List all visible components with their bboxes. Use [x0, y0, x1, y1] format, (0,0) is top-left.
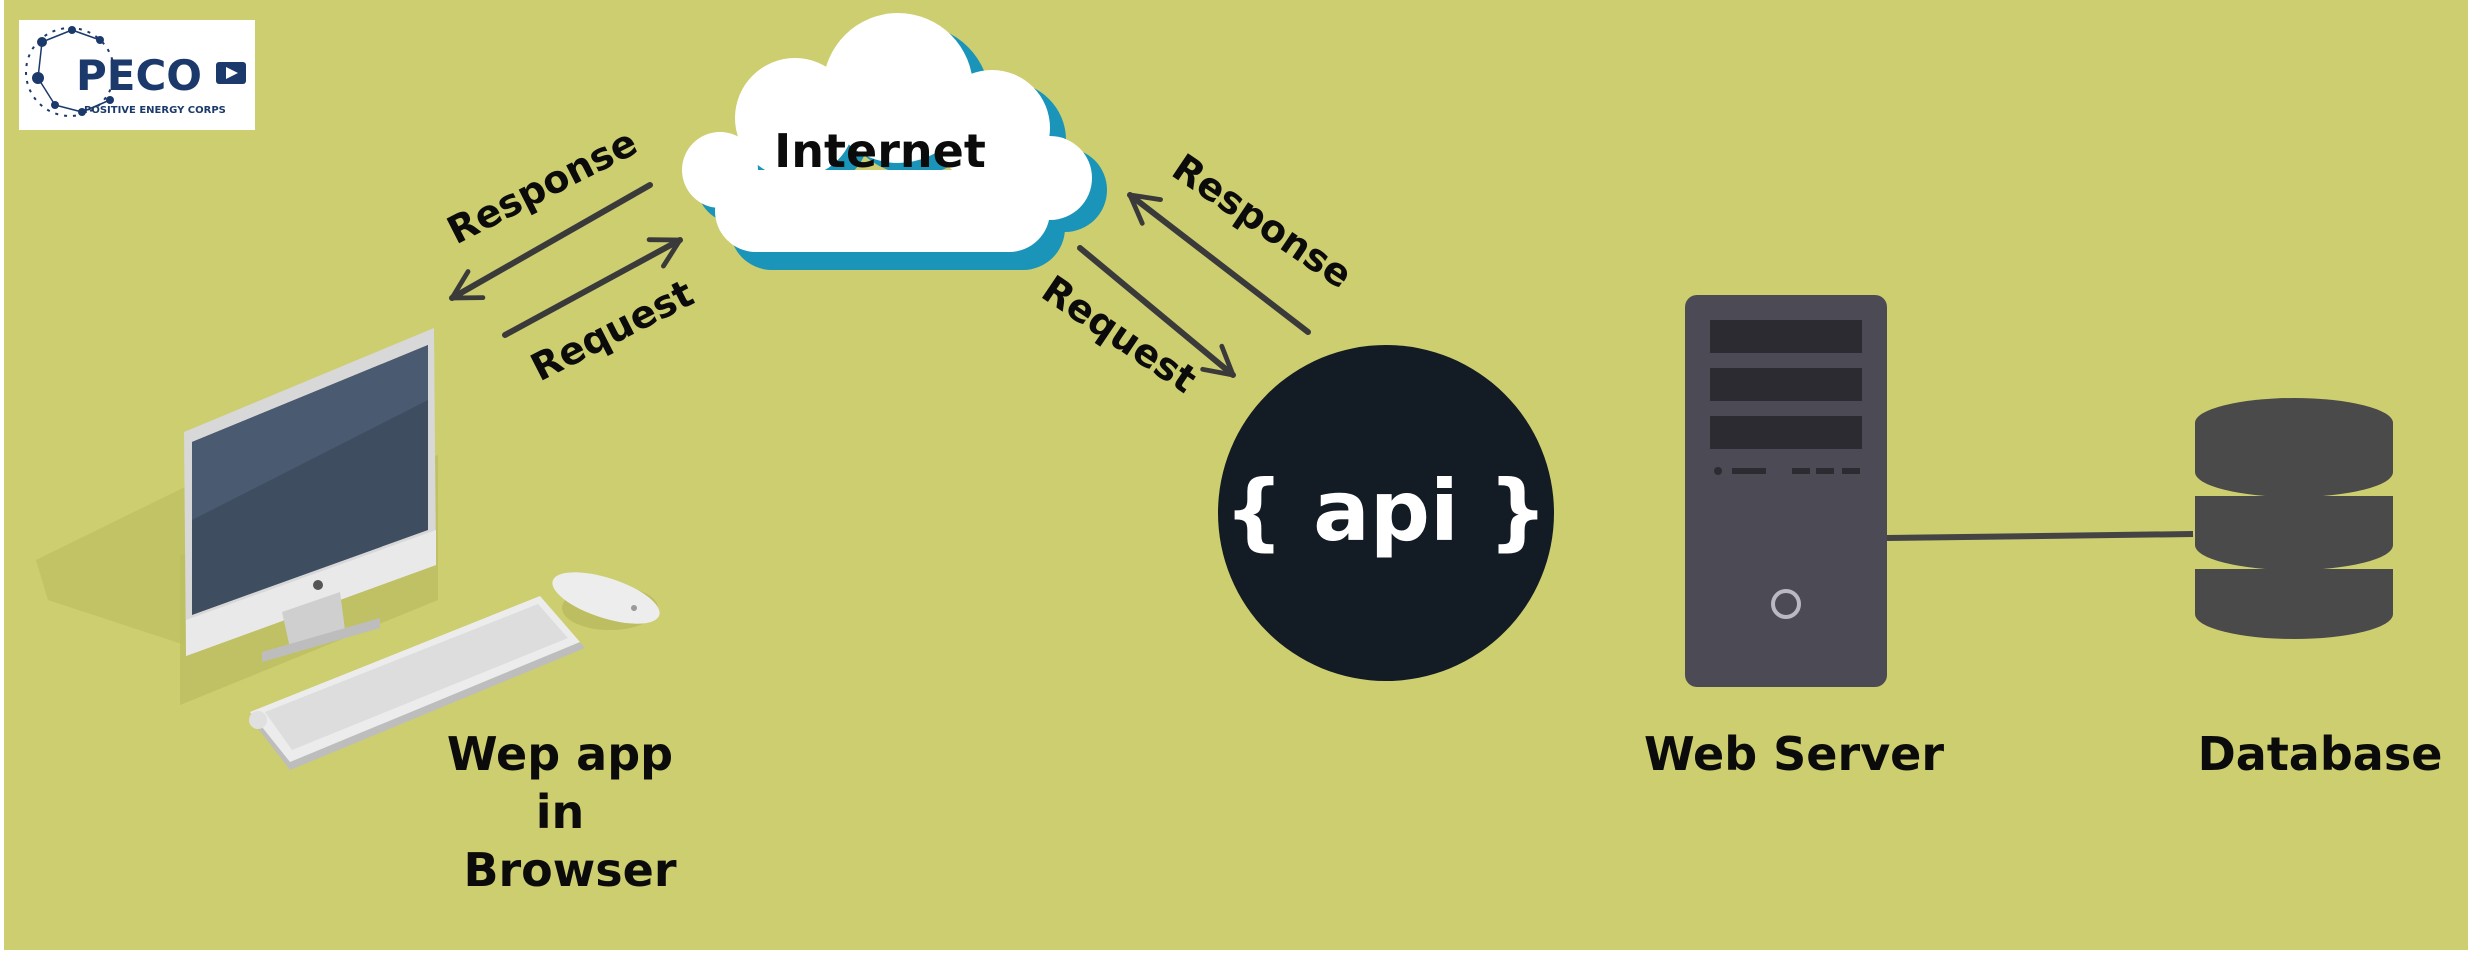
request-arrow-left — [502, 237, 683, 338]
logo-brand: PECO — [76, 51, 202, 100]
database-label: Database — [2198, 727, 2443, 781]
web-server-icon — [1685, 295, 1887, 687]
mouse-icon — [552, 572, 660, 630]
api-circle — [1218, 345, 1554, 681]
keyboard-icon — [249, 596, 585, 770]
power-button-icon — [1771, 589, 1801, 619]
webapp-label: Wep app in Browser — [447, 727, 677, 897]
request-arrow-right — [1077, 245, 1236, 378]
database-icon — [2195, 398, 2393, 639]
webapp-label-line: Browser — [463, 843, 676, 897]
cloud-icon — [682, 13, 1107, 270]
api-label: { api } — [1224, 462, 1548, 560]
response-arrow-right — [1127, 192, 1311, 335]
peco-logo: PECO POSITIVE ENERGY CORPS — [19, 20, 255, 130]
webapp-label-line: Wep app — [447, 727, 673, 781]
desktop-computer-icon — [36, 328, 438, 705]
internet-label: Internet — [774, 124, 986, 178]
response-arrow-left — [449, 182, 653, 301]
webapp-label-line: in — [536, 785, 585, 839]
webserver-label: Web Server — [1644, 727, 1944, 781]
logo-tagline: POSITIVE ENERGY CORPS — [84, 105, 226, 116]
server-database-connector — [1886, 531, 2194, 541]
network-globe-icon — [25, 26, 115, 117]
